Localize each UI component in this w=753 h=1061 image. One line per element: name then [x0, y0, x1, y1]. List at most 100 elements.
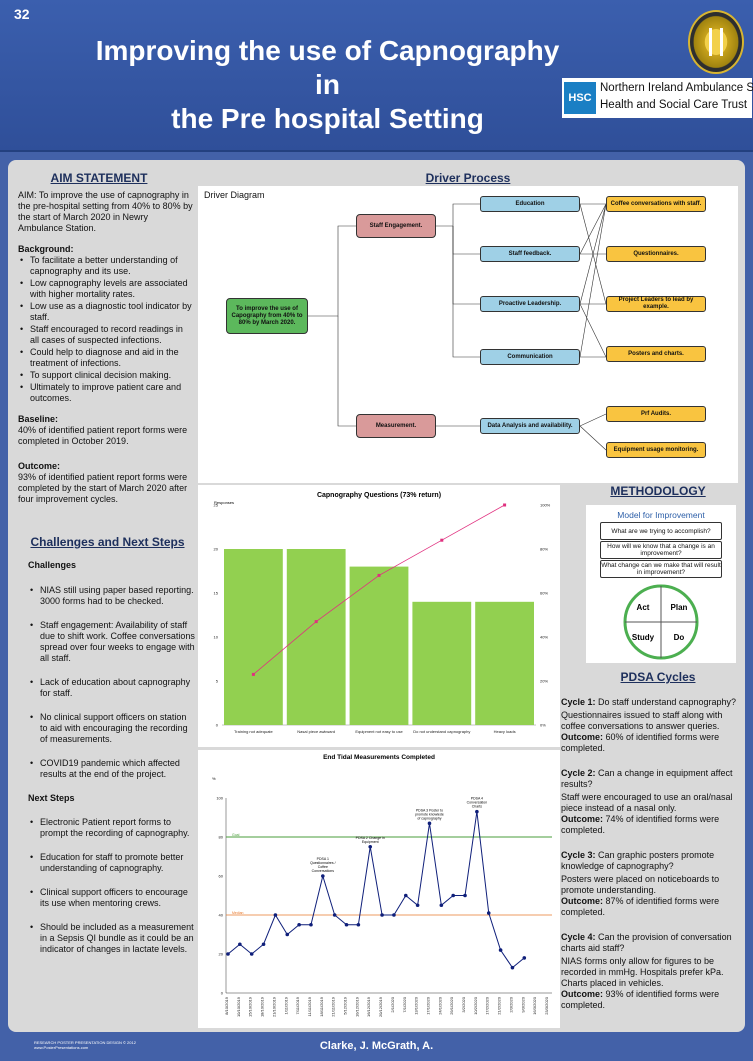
run-point	[285, 932, 290, 937]
run-point	[344, 922, 349, 927]
bar	[286, 549, 346, 725]
hsc-logo: HSC Northern Ireland Ambulance Service H…	[562, 78, 753, 118]
y-tick-label: 25	[214, 503, 219, 508]
y2-tick-label: 20%	[540, 679, 548, 684]
change-idea-node: Questionnaires.	[606, 246, 706, 262]
y2-tick-label: 0%	[540, 723, 546, 728]
cycle-outcome: 87% of identified forms were completed.	[561, 896, 720, 917]
cycle-action: Questionnaires issued to staff along wit…	[561, 710, 723, 731]
small-print-1: RESEARCH POSTER PRESENTATION DESIGN © 20…	[34, 1040, 136, 1045]
baseline-heading: Baseline:	[18, 414, 59, 424]
page-number: 32	[14, 6, 30, 22]
list-item: Electronic Patient report forms to promp…	[28, 817, 196, 839]
x-tick-label: 8/10/2019	[224, 996, 229, 1015]
run-line	[227, 811, 525, 969]
pdsa-section: Cycle 1: Do staff understand capnography…	[561, 697, 741, 1011]
background-list: To facilitate a better understanding of …	[18, 255, 193, 404]
run-point	[356, 922, 361, 927]
challenges-section: Challenges NIAS still using paper based …	[28, 560, 196, 968]
cycle-outcome-label: Outcome:	[561, 896, 604, 906]
run-point	[439, 903, 444, 908]
y-tick-label: 40	[219, 913, 224, 918]
model-title: Model for Improvement	[617, 510, 705, 520]
pdsa-cycle-2: Cycle 2: Can a change in equipment affec…	[561, 768, 741, 836]
change-idea-node: Equipment usage monitoring.	[606, 442, 706, 458]
x-tick-label: 21/2/2020	[497, 996, 502, 1015]
title-line-1: Improving the use of Capnography in	[95, 35, 560, 100]
org-line-1: Northern Ireland Ambulance Service	[600, 82, 753, 94]
pdsa-cycle-3: Cycle 3: Can graphic posters promote kno…	[561, 850, 741, 918]
run-point	[415, 903, 420, 908]
x-tick-label: 21/11/2019	[331, 996, 336, 1016]
footer-small-print: RESEARCH POSTER PRESENTATION DESIGN © 20…	[34, 1040, 136, 1050]
x-tick-label: Nasal piece awkward	[297, 729, 335, 734]
x-tick-label: Training not adequate	[234, 729, 274, 734]
x-tick-label: 11/11/2019	[307, 996, 312, 1016]
list-item: Ultimately to improve patient care and o…	[18, 382, 193, 404]
run-point	[475, 809, 479, 814]
x-tick-label: 17/1/2020	[425, 996, 430, 1015]
driver-connectors	[308, 203, 607, 451]
cumulative-point	[440, 538, 444, 542]
cycle-outcome: 93% of identified forms were completed.	[561, 989, 720, 1010]
x-tick-label: 13/1/2020	[414, 996, 419, 1015]
outcome-heading: Outcome:	[18, 461, 61, 471]
annotation-line: Coffee	[318, 865, 328, 869]
driver-diagram-label: Driver Diagram	[204, 190, 265, 200]
cycle-do: Do	[674, 633, 685, 642]
run-point	[427, 821, 432, 826]
cycle-outcome-label: Outcome:	[561, 989, 604, 999]
y-tick-label: 20	[214, 547, 219, 552]
aim-text: AIM: To improve the use of capnography i…	[18, 190, 193, 233]
bar	[412, 601, 472, 725]
annotation-line: of capnography	[417, 816, 441, 820]
list-item: Education for staff to promote better un…	[28, 852, 196, 874]
small-print-2: www.PosterPresentations.com	[34, 1045, 89, 1050]
y-tick-label: 20	[219, 952, 224, 957]
question-box: What change can we make that will result…	[600, 560, 722, 578]
y2-tick-label: 80%	[540, 547, 548, 552]
run-point	[403, 893, 408, 898]
chart-title: Capnography Questions (73% return)	[317, 492, 441, 499]
run-point	[226, 952, 230, 956]
secondary-driver-node: Data Analysis and availability.	[480, 418, 580, 434]
pdsa-cycle-4: Cycle 4: Can the provision of conversati…	[561, 932, 741, 1011]
x-tick-label: 9/3/2020	[520, 996, 525, 1012]
change-idea-node: Coffee conversations with staff.	[606, 196, 706, 212]
outcome-text: 93% of identified patient report forms w…	[18, 472, 188, 504]
list-item: To support clinical decision making.	[18, 370, 193, 381]
run-point	[392, 913, 396, 917]
cycle-outcome: 74% of identified forms were completed.	[561, 814, 720, 835]
run-point	[309, 922, 313, 927]
cycle-label: Cycle 4:	[561, 932, 596, 942]
aim-section: AIM: To improve the use of capnography i…	[18, 190, 193, 505]
cycle-study: Study	[632, 633, 655, 642]
x-tick-label: 16/12/2019	[366, 996, 371, 1017]
cycle-question: Do staff understand capnography?	[598, 697, 736, 707]
aim-title: AIM STATEMENT	[50, 171, 148, 185]
cycle-plan: Plan	[671, 603, 688, 612]
caduceus-icon	[709, 28, 723, 56]
run-point	[238, 942, 242, 947]
goal-label: Goal	[232, 833, 240, 837]
y2-tick-label: 100%	[540, 503, 551, 508]
driver-title: Driver Process	[425, 171, 511, 185]
list-item: Clinical support officers to encourage i…	[28, 887, 196, 909]
y-tick-label: 100	[216, 796, 223, 801]
y-tick-label: 60	[219, 874, 224, 879]
y-axis-label: Responses	[214, 500, 234, 505]
annotation-line: Conversations	[312, 869, 335, 873]
cycle-action: Posters were placed on noticeboards to p…	[561, 874, 720, 895]
run-point	[380, 913, 384, 917]
annotation-line: Conversation	[467, 801, 488, 805]
next-steps-heading: Next Steps	[28, 793, 75, 803]
list-item: Low capnography levels are associated wi…	[18, 278, 193, 300]
x-tick-label: 3/2/2020	[461, 996, 466, 1012]
cumulative-point	[377, 573, 381, 577]
primary-driver-node: Measurement.	[356, 414, 436, 438]
secondary-driver-node: Staff feedback.	[480, 246, 580, 262]
challenges-list: NIAS still using paper based reporting. …	[28, 585, 196, 780]
